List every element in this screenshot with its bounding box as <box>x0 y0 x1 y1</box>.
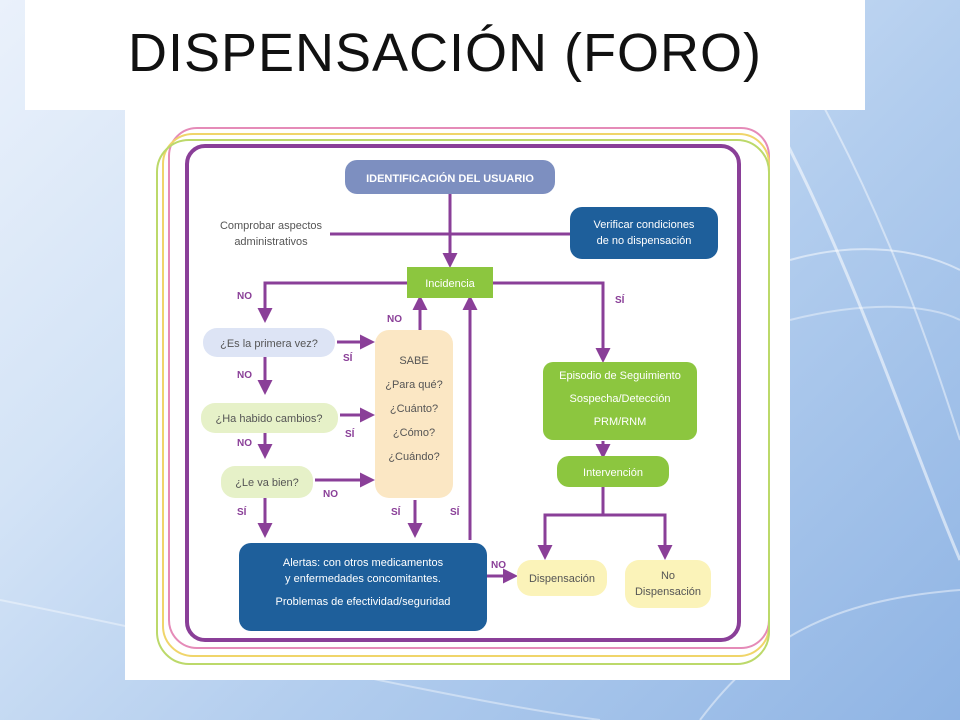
node-sabe-line3: ¿Cuánto? <box>390 403 438 415</box>
title-banner: DISPENSACIÓN (FORO) <box>25 0 865 110</box>
node-cambios: ¿Ha habido cambios? <box>201 403 338 433</box>
node-episodio: Episodio de Seguimiento Sospecha/Detecci… <box>543 362 697 440</box>
node-primera-vez-label: ¿Es la primera vez? <box>220 338 318 350</box>
decorative-frames <box>156 127 770 665</box>
node-incidencia-label: Incidencia <box>425 278 475 290</box>
node-sabe-line5: ¿Cuándo? <box>388 451 439 463</box>
node-sabe: SABE ¿Para qué? ¿Cuánto? ¿Cómo? ¿Cuándo? <box>375 330 453 498</box>
node-alertas-line1: Alertas: con otros medicamentos <box>283 557 444 569</box>
label-si-vabien: SÍ <box>237 505 247 518</box>
arrow-intervencion-dispensacion <box>537 487 605 560</box>
flowchart: IDENTIFICACIÓN DEL USUARIO Comprobar asp… <box>156 127 770 665</box>
arrow-incidencia-episodio <box>493 281 611 363</box>
node-sabe-line2: ¿Para qué? <box>385 379 442 391</box>
node-cambios-label: ¿Ha habido cambios? <box>215 413 322 425</box>
node-incidencia: Incidencia <box>407 267 493 298</box>
label-si-incidencia: SÍ <box>615 293 625 306</box>
node-va-bien: ¿Le va bien? <box>221 466 313 498</box>
node-sabe-line4: ¿Cómo? <box>393 427 435 439</box>
node-episodio-line3: PRM/RNM <box>594 416 647 428</box>
node-intervencion-label: Intervención <box>583 467 643 479</box>
node-dispensacion-label: Dispensación <box>529 573 595 585</box>
node-sabe-line1: SABE <box>399 355 428 367</box>
node-alertas-line2: y enfermedades concomitantes. <box>285 573 441 585</box>
slide-title: DISPENSACIÓN (FORO) <box>127 23 763 83</box>
node-verificar-line1: Verificar condiciones <box>594 219 695 231</box>
edge-labels: NO NO SÍ SÍ NO SÍ NO NO SÍ SÍ SÍ NO <box>237 291 625 571</box>
node-primera-vez: ¿Es la primera vez? <box>203 328 335 357</box>
node-no-dispensacion-line2: Dispensación <box>635 586 701 598</box>
node-comprobar-line1: Comprobar aspectos <box>220 220 323 232</box>
label-no-sabe: NO <box>387 314 402 325</box>
node-comprobar-line2: administrativos <box>234 236 308 248</box>
arrow-incidencia-primera-vez <box>257 281 407 323</box>
label-si-alertas: SÍ <box>450 505 460 518</box>
flowchart-panel: IDENTIFICACIÓN DEL USUARIO Comprobar asp… <box>125 110 790 680</box>
label-si-cambios: SÍ <box>345 427 355 440</box>
node-va-bien-label: ¿Le va bien? <box>235 477 299 489</box>
node-dispensacion: Dispensación <box>517 560 607 596</box>
node-verificar-line2: de no dispensación <box>597 235 692 247</box>
label-no-incidencia: NO <box>237 291 252 302</box>
node-intervencion: Intervención <box>557 456 669 487</box>
node-no-dispensacion-line1: No <box>661 570 675 582</box>
label-no-cambios: NO <box>237 438 252 449</box>
label-si-primera: SÍ <box>343 351 353 364</box>
node-alertas: Alertas: con otros medicamentos y enferm… <box>239 543 487 631</box>
label-no-vabien: NO <box>323 489 338 500</box>
node-episodio-line2: Sospecha/Detección <box>570 393 671 405</box>
node-identificacion: IDENTIFICACIÓN DEL USUARIO <box>345 160 555 194</box>
label-no-primera: NO <box>237 370 252 381</box>
label-no-alertas: NO <box>491 560 506 571</box>
node-identificacion-label: IDENTIFICACIÓN DEL USUARIO <box>366 172 534 185</box>
node-episodio-line1: Episodio de Seguimiento <box>559 370 681 382</box>
arrow-intervencion-no-dispensacion <box>603 513 673 560</box>
node-alertas-line3: Problemas de efectividad/seguridad <box>276 596 451 608</box>
node-no-dispensacion: No Dispensación <box>625 560 711 608</box>
main-frame <box>185 144 741 642</box>
node-comprobar: Comprobar aspectos administrativos <box>220 220 323 248</box>
label-si-sabe: SÍ <box>391 505 401 518</box>
connectors <box>257 194 673 584</box>
node-verificar: Verificar condiciones de no dispensación <box>570 207 718 259</box>
